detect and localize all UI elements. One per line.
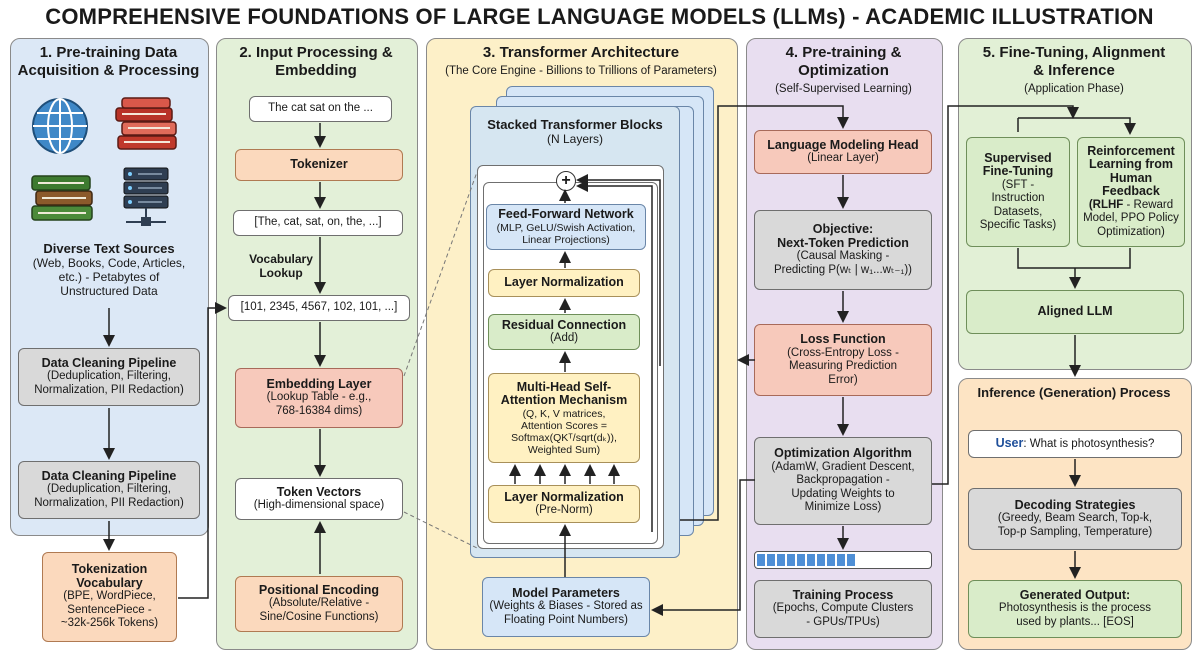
tokenizer-box: Tokenizer [235,149,403,181]
data-cleaning-box-1: Data Cleaning Pipeline(Deduplication, Fi… [18,348,200,406]
token-vectors-box: Token Vectors(High-dimensional space) [235,478,403,520]
objective-box: Objective:Next-Token Prediction(Causal M… [754,210,932,290]
positional-encoding-box: Positional Encoding(Absolute/Relative -S… [235,576,403,632]
feed-forward-network-box: Feed-Forward Network(MLP, GeLU/Swish Act… [486,204,646,250]
server-icon [123,167,169,226]
residual-connection-box: Residual Connection(Add) [488,314,640,350]
tokens-box: [The, cat, sat, on, the, ...] [233,210,403,236]
panel4-title: 4. Pre-training &Optimization [785,44,902,79]
panel3-title: 3. Transformer Architecture [482,44,680,61]
page-title: COMPREHENSIVE FOUNDATIONS OF LARGE LANGU… [45,4,1154,29]
text-sources-description: Diverse Text Sources (Web, Books, Code, … [32,241,186,299]
model-parameters-box: Model Parameters(Weights & Biases - Stor… [482,577,650,637]
panel2-title: 2. Input Processing &Embedding [239,44,393,79]
books-icon [115,97,177,150]
data-cleaning-box-2: Data Cleaning Pipeline(Deduplication, Fi… [18,461,200,519]
decoding-strategies-box: Decoding Strategies(Greedy, Beam Search,… [968,488,1182,550]
embedding-layer-box: Embedding Layer(Lookup Table - e.g.,768-… [235,368,403,428]
multi-head-attention-box: Multi-Head Self-Attention Mechanism (Q, … [488,373,640,463]
globe-icon [32,98,88,154]
training-progress-bar [754,551,932,569]
panel3-subtitle: (The Core Engine - Billions to Trillions… [445,65,717,77]
stack-title: Stacked Transformer Blocks(N Layers) [487,117,663,147]
optimization-algorithm-box: Optimization Algorithm(AdamW, Gradient D… [754,437,932,525]
panel5-subtitle: (Application Phase) [1024,83,1124,95]
panel4-subtitle: (Self-Supervised Learning) [775,83,912,95]
generated-output-box: Generated Output:Photosynthesis is the p… [968,580,1182,638]
pre-norm-box: Layer Normalization(Pre-Norm) [488,485,640,523]
token-ids-box: [101, 2345, 4567, 102, 101, ...] [228,295,410,321]
user-prompt-box: User: What is photosynthesis? [968,430,1182,458]
training-process-box: Training Process(Epochs, Compute Cluster… [754,580,932,638]
loss-function-box: Loss Function(Cross-Entropy Loss -Measur… [754,324,932,396]
language-modeling-head-box: Language Modeling Head(Linear Layer) [754,130,932,174]
input-text-box: The cat sat on the ... [249,96,392,122]
panel5-title: 5. Fine-Tuning, Alignment& Inference [982,44,1166,79]
books-stack-icon [31,175,93,221]
layer-normalization-box: Layer Normalization [488,269,640,297]
inference-title: Inference (Generation) Process [977,385,1171,400]
